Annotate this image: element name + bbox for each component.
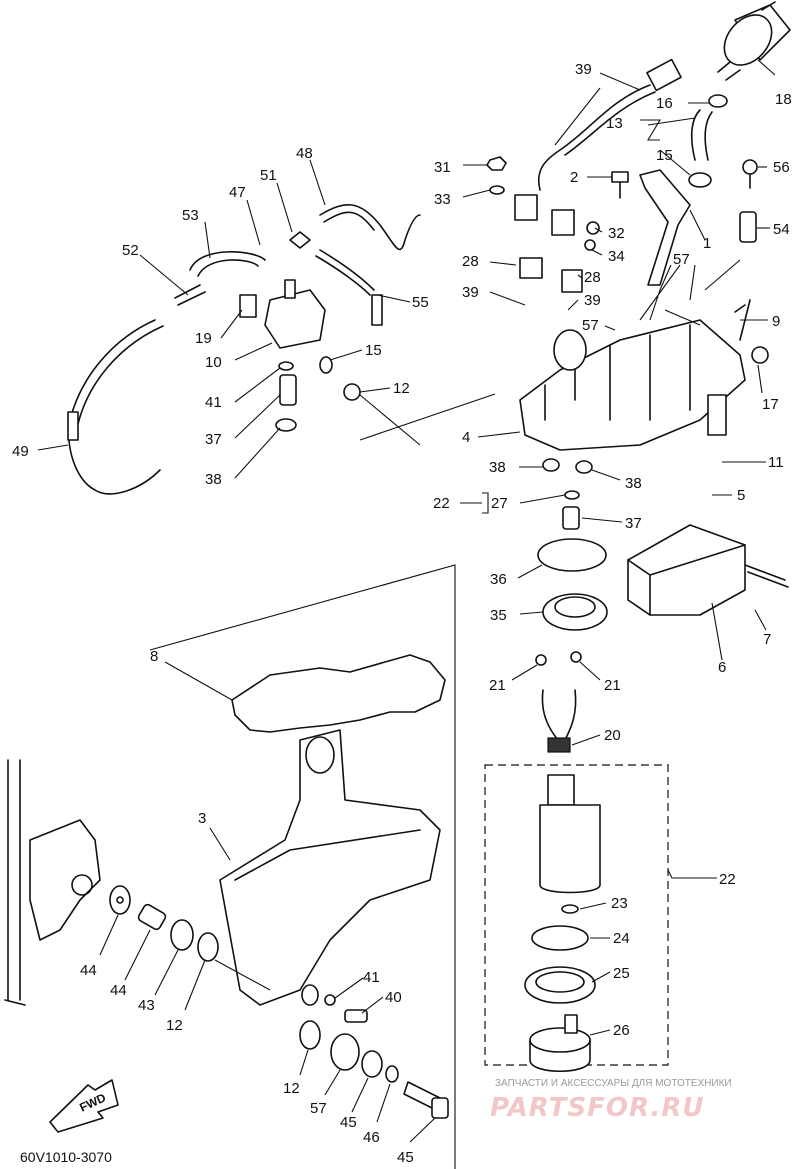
callout-44-b: 45 (340, 1114, 357, 1131)
callout-15-top: 16 (656, 95, 673, 112)
callout-33: 35 (490, 607, 507, 624)
callout-10: 10 (205, 354, 222, 371)
callout-41-b: 41 (363, 969, 380, 986)
callout-55: 57 (310, 1100, 327, 1117)
callout-45: 45 (397, 1149, 414, 1166)
callout-41-a: 41 (205, 394, 222, 411)
callout-34: 36 (490, 571, 507, 588)
callout-1: 1 (703, 235, 711, 252)
fuel-pump-driver-6 (627, 524, 789, 616)
callout-26: 26 (613, 1022, 630, 1039)
callouts: 39 16 13 15 18 31 2 56 33 32 54 1 34 57 … (12, 61, 792, 1166)
callout-14: 13 (606, 115, 623, 132)
callout-39-b: 39 (584, 292, 601, 309)
callout-27: 27 (491, 495, 508, 512)
callout-21-a: 21 (489, 677, 506, 694)
callout-5: 5 (737, 487, 745, 504)
watermark-tagline: ЗАПЧАСТИ И АКСЕССУАРЫ ДЛЯ МОТОТЕХНИКИ (495, 1078, 732, 1089)
callout-11: 11 (768, 454, 784, 471)
sensors-28 (514, 194, 600, 293)
wire-harness-47 (538, 58, 682, 191)
callout-39-a: 39 (462, 284, 479, 301)
callout-51-b: 52 (122, 242, 139, 259)
callout-21-b: 21 (604, 677, 621, 694)
callout-35: 37 (625, 515, 642, 532)
callout-7: 7 (763, 631, 771, 648)
watermark-logo: PARTSFOR.RU (490, 1093, 704, 1123)
fuel-pump-internals (524, 774, 601, 1073)
callout-13: 12 (393, 380, 410, 397)
callout-43: 44 (110, 982, 127, 999)
pump-holder-parts (535, 458, 608, 753)
callout-16: 17 (762, 396, 779, 413)
callout-8: 8 (150, 648, 158, 665)
callout-22: 22 (719, 871, 736, 888)
bottom-fittings (299, 984, 449, 1119)
callout-57: 57 (582, 317, 599, 334)
diagram-code: 60V1010-3070 (20, 1149, 112, 1165)
callout-57-top: 57 (673, 251, 690, 268)
callout-28-a: 28 (462, 253, 479, 270)
callout-44-a: 44 (80, 962, 97, 979)
callout-38-a: 38 (489, 459, 506, 476)
callout-2: 2 (570, 169, 578, 186)
callout-24: 24 (613, 930, 630, 947)
callout-52: 53 (182, 207, 199, 224)
side-fittings (109, 885, 219, 962)
vapor-separator-cover-4 (519, 299, 769, 451)
callout-42: 43 (138, 997, 155, 1014)
regulator-and-hoses (67, 203, 421, 495)
callout-48: 47 (229, 184, 246, 201)
callout-49: 48 (296, 145, 313, 162)
fuel-hose-14 (688, 94, 728, 188)
callout-38-b: 38 (625, 475, 642, 492)
callout-32: 34 (608, 248, 625, 265)
callout-12-b: 12 (283, 1080, 300, 1097)
callout-46: 46 (363, 1129, 380, 1146)
callout-51-a: 51 (260, 167, 277, 184)
gasket-8 (231, 654, 446, 733)
callout-4: 4 (462, 429, 470, 446)
callout-50: 49 (12, 443, 29, 460)
leader-lines (37, 59, 776, 1143)
callout-15: 15 (656, 147, 673, 164)
callout-30: 32 (608, 225, 625, 242)
callout-53: 54 (773, 221, 790, 238)
callout-9: 9 (772, 313, 780, 330)
callout-40: 40 (385, 989, 402, 1006)
reference-line (149, 564, 456, 1169)
callout-22-bracket: 22 (433, 495, 450, 512)
callout-37: 38 (205, 471, 222, 488)
callout-56: 55 (412, 294, 429, 311)
callout-20: 20 (604, 727, 621, 744)
callout-18: 18 (775, 91, 792, 108)
callout-17: 15 (365, 342, 382, 359)
callout-47: 39 (575, 61, 592, 78)
callout-19: 19 (195, 330, 212, 347)
bracket-1 (639, 169, 691, 286)
callout-54: 56 (773, 159, 790, 176)
callout-28-b: 28 (584, 269, 601, 286)
callout-25: 25 (613, 965, 630, 982)
vapor-separator-body-3 (219, 729, 441, 1006)
engine-edge-outline (4, 759, 101, 1006)
callout-12-a: 12 (166, 1017, 183, 1034)
fwd-arrow: FWD (49, 1079, 119, 1133)
callout-3: 3 (198, 810, 206, 827)
callout-31: 33 (434, 191, 451, 208)
fuel-filter-18 (717, 1, 791, 81)
callout-6: 6 (718, 659, 726, 676)
callout-36: 37 (205, 431, 222, 448)
callout-29: 31 (434, 159, 451, 176)
callout-23: 23 (611, 895, 628, 912)
small-hardware-top (486, 156, 758, 243)
